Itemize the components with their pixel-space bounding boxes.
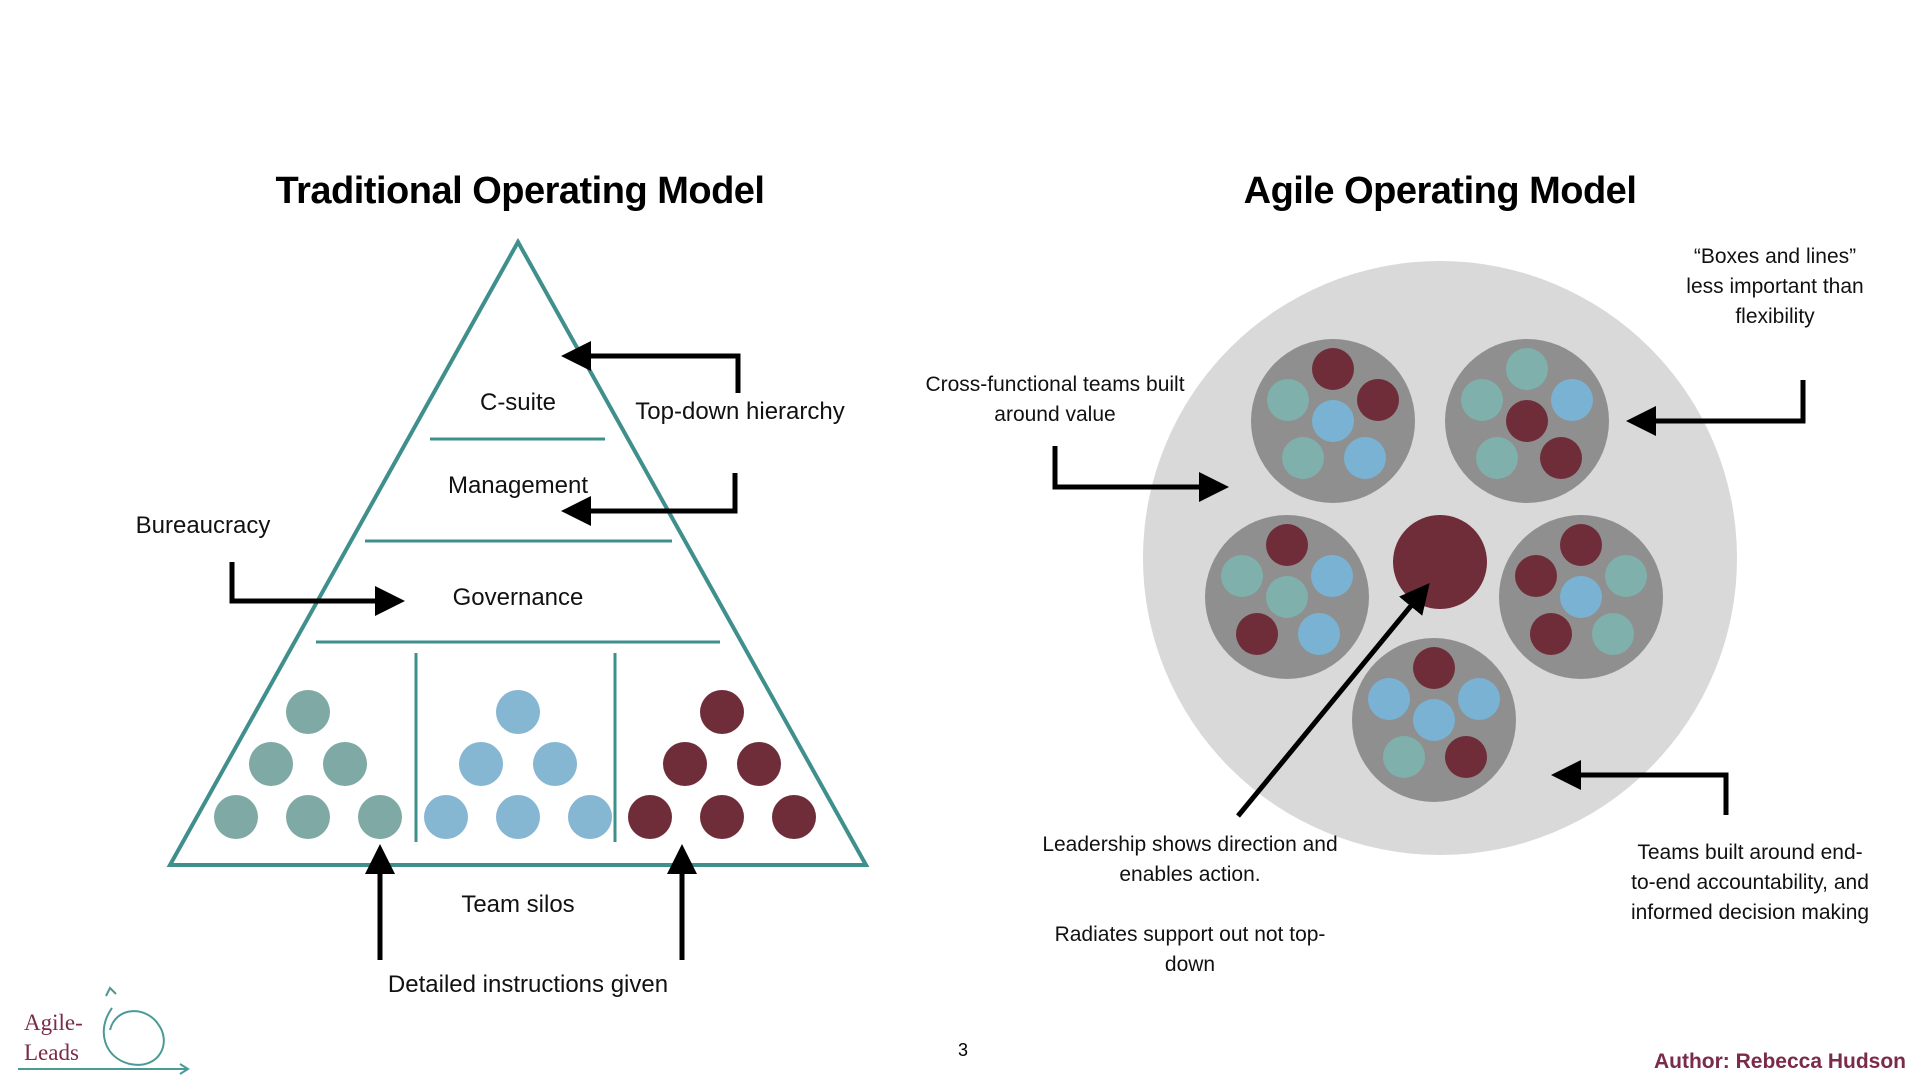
author-credit: Author: Rebecca Hudson [1653,1050,1906,1073]
agile-arrows [1052,380,1806,818]
team-member-dot [1560,524,1602,566]
team-member-dot [1445,736,1487,778]
pyramid-outline [166,237,870,867]
arrow-to-management [560,473,738,526]
team-member-dot [1461,379,1503,421]
team-member-dot [1311,555,1353,597]
team-member-dot [459,742,503,786]
team-member-dot [496,690,540,734]
agile-leads-logo-icon [18,986,190,1075]
team-member-dot [358,795,402,839]
arrow-to-leadership [1236,583,1430,818]
level-label-governance: Governance [453,584,584,611]
arrow-from-teams-note [1550,760,1729,815]
agile-model-title: Agile Operating Model [1243,170,1637,212]
team-silo-members [214,690,816,839]
level-label-c-suite: C-suite [480,389,556,416]
team-member-dot [1357,379,1399,421]
agile-teams [1205,339,1663,802]
team-member-dot [1506,400,1548,442]
team-member-dot [737,742,781,786]
radiates-text: Radiates support out not top-down [1054,923,1326,976]
team-member-dot [772,795,816,839]
team-member-dot [533,742,577,786]
logo-text-leads: Leads [24,1040,79,1065]
level-label-management: Management [448,472,588,499]
teams-built-note: Teams built around end-to-end accountabi… [1630,841,1870,924]
team-member-dot [496,795,540,839]
team-member-dot [1312,400,1354,442]
team-member-dot [249,742,293,786]
team-member-dot [1266,576,1308,618]
team-member-dot [1312,348,1354,390]
team-member-dot [1413,647,1455,689]
team-member-dot [1515,555,1557,597]
top-down-hierarchy-label: Top-down hierarchy [635,398,844,425]
team-member-dot [663,742,707,786]
team-member-dot [1344,437,1386,479]
arrow-from-boxes-note [1625,380,1806,436]
team-member-dot [1266,524,1308,566]
boxes-and-lines-note: “Boxes and lines” less important than fl… [1686,245,1864,328]
team-member-dot [1413,699,1455,741]
team-member-dot [1560,576,1602,618]
team-member-dot [1476,437,1518,479]
team-member-dot [1383,736,1425,778]
agile-organisation [1143,261,1737,855]
leadership-text: Leadership shows direction and enables a… [1042,833,1338,886]
team-member-dot [1236,613,1278,655]
team-member-dot [286,795,330,839]
team-member-dot [1530,613,1572,655]
team-member-dot [1267,379,1309,421]
team-member-dot [700,690,744,734]
leadership-circle [1393,515,1487,609]
page-number: 3 [958,1040,969,1060]
detailed-instructions-label: Detailed instructions given [388,971,668,998]
traditional-model-title: Traditional Operating Model [275,170,765,212]
team-member-dot [1605,555,1647,597]
bureaucracy-label: Bureaucracy [136,512,271,539]
pyramid: C-suite Management Governance [166,237,870,867]
team-member-dot [1458,678,1500,720]
cross-functional-note: Cross-functional teams built around valu… [925,373,1185,426]
team-member-dot [214,795,258,839]
team-member-dot [568,795,612,839]
traditional-arrows [229,341,741,960]
team-member-dot [323,742,367,786]
team-member-dot [1368,678,1410,720]
team-member-dot [286,690,330,734]
team-member-dot [1298,613,1340,655]
arrow-to-c-suite [560,341,741,393]
team-member-dot [1551,379,1593,421]
team-member-dot [424,795,468,839]
leadership-note: Leadership shows direction and enables a… [1040,830,1340,980]
team-silos-label: Team silos [461,891,574,918]
team-member-dot [1221,555,1263,597]
team-member-dot [628,795,672,839]
arrow-to-governance [229,562,406,616]
team-member-dot [1592,613,1634,655]
team-member-dot [1506,348,1548,390]
team-member-dot [1540,437,1582,479]
team-member-dot [1282,437,1324,479]
logo-text-agile: Agile- [24,1010,83,1035]
arrow-to-team [1052,446,1230,502]
team-member-dot [700,795,744,839]
